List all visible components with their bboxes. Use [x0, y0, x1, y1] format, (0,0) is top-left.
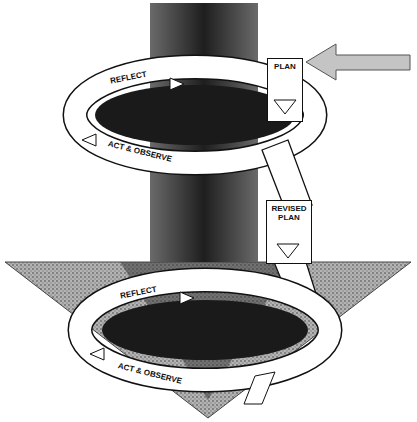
- tab-label: PLAN: [270, 62, 300, 71]
- plan-tab: REVISED PLAN: [266, 200, 312, 264]
- direction-triangle: [82, 134, 96, 146]
- tab-label: REVISED PLAN: [269, 204, 309, 222]
- ring-hole: [95, 85, 295, 145]
- direction-triangle: [90, 348, 104, 360]
- pointer-arrow: [306, 44, 410, 80]
- direction-triangle: [170, 78, 184, 90]
- plan-tab: PLAN: [267, 58, 303, 122]
- spiral-tail: [244, 372, 275, 404]
- ring-hole: [102, 300, 308, 360]
- direction-triangle: [180, 292, 194, 304]
- arrow-head: [5, 262, 411, 418]
